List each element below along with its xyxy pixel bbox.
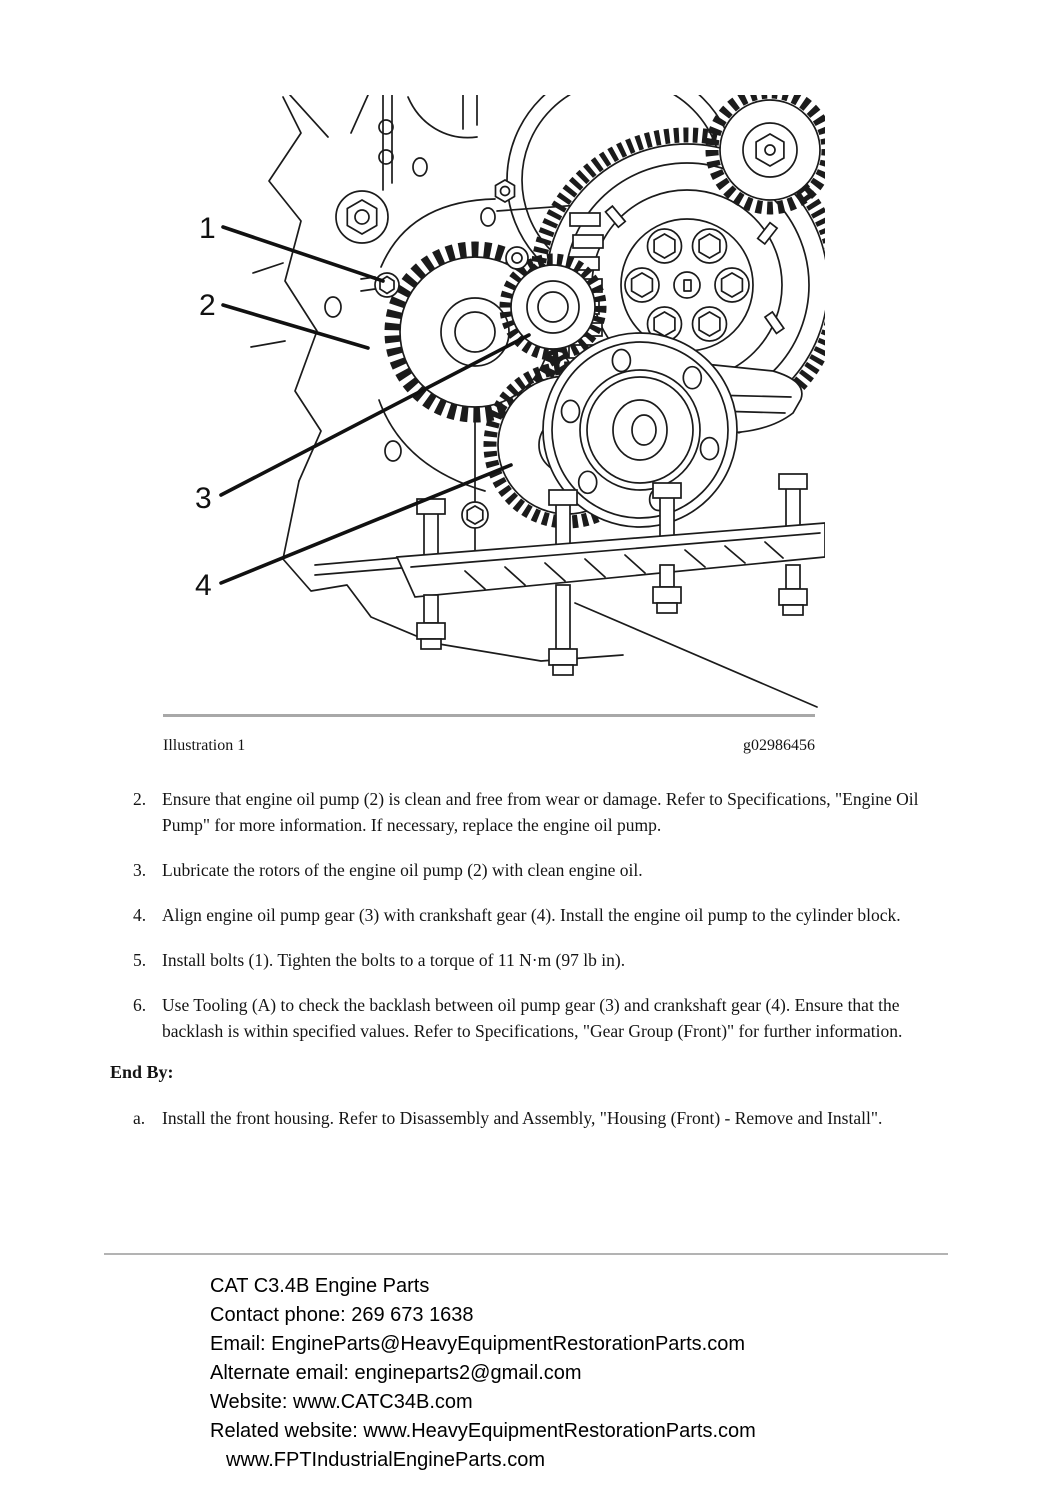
procedure-step-3: 3. Lubricate the rotors of the engine oi… (110, 857, 958, 883)
procedure-step-5: 5. Install bolts (1). Tighten the bolts … (110, 947, 958, 973)
footer-divider-rule (104, 1253, 948, 1255)
step-text: Use Tooling (A) to check the backlash be… (162, 995, 903, 1041)
pump-top-bolt (494, 179, 516, 203)
step-number: 4. (133, 905, 147, 925)
end-by-heading: End By: (110, 1062, 174, 1082)
callouts: 1 2 3 4 (195, 212, 531, 602)
oil-pump-gear (499, 246, 607, 361)
contact-phone: Contact phone: 269 673 1638 (210, 1304, 474, 1326)
contact-email: Email: EngineParts@HeavyEquipmentRestora… (210, 1333, 745, 1355)
step-number: 6. (133, 995, 147, 1015)
mounting-bracket (395, 473, 825, 708)
procedure-step-2: 2. Ensure that engine oil pump (2) is cl… (110, 786, 958, 838)
procedure-step-4: 4. Align engine oil pump gear (3) with c… (110, 902, 958, 928)
callout-4: 4 (195, 569, 212, 602)
callout-2: 2 (199, 289, 216, 322)
pump-lower-bolt (461, 501, 489, 529)
illustration-graphic-id: g02986456 (743, 737, 815, 754)
engine-gear-illustration: 1 2 3 4 (165, 95, 825, 715)
step-text: Align engine oil pump gear (3) with cran… (162, 905, 901, 925)
illustration-caption-label: Illustration 1 (163, 737, 246, 754)
engine-gear-drawing: 1 2 3 4 (195, 95, 825, 708)
procedure-step-6: 6. Use Tooling (A) to check the backlash… (110, 992, 958, 1044)
step-text: Lubricate the rotors of the engine oil p… (162, 860, 643, 880)
step-number: 3. (133, 860, 147, 880)
illustration-caption: Illustration 1 g02986456 (163, 736, 815, 756)
step-number: 2. (133, 789, 147, 809)
step-text: Install bolts (1). Tighten the bolts to … (162, 950, 626, 970)
step-number: 5. (133, 950, 147, 970)
idler-gear-top-right (705, 95, 825, 215)
engine-housing-outline (250, 95, 636, 662)
procedure-content: 2. Ensure that engine oil pump (2) is cl… (110, 786, 958, 1150)
contact-related-website-2: www.FPTIndustrialEngineParts.com (226, 1449, 546, 1471)
contact-website: Website: www.CATC34B.com (210, 1391, 473, 1413)
contact-alternate-email: Alternate email: engineparts2@gmail.com (210, 1362, 582, 1384)
end-by-item-a: a. Install the front housing. Refer to D… (110, 1105, 958, 1131)
seller-name: CAT C3.4B Engine Parts (210, 1275, 430, 1297)
callout-3: 3 (195, 482, 212, 515)
step-text: Ensure that engine oil pump (2) is clean… (162, 789, 919, 835)
seller-contact-block: CAT C3.4B Engine Parts Contact phone: 26… (210, 1272, 910, 1475)
item-letter: a. (133, 1108, 146, 1128)
illustration-divider-rule (163, 714, 815, 717)
item-text: Install the front housing. Refer to Disa… (162, 1108, 883, 1128)
contact-related-website: Related website: www.HeavyEquipmentResto… (210, 1420, 756, 1442)
gear-hub-bolts (624, 228, 750, 342)
callout-1: 1 (199, 212, 216, 245)
crankshaft-pulley-hub (542, 332, 738, 528)
